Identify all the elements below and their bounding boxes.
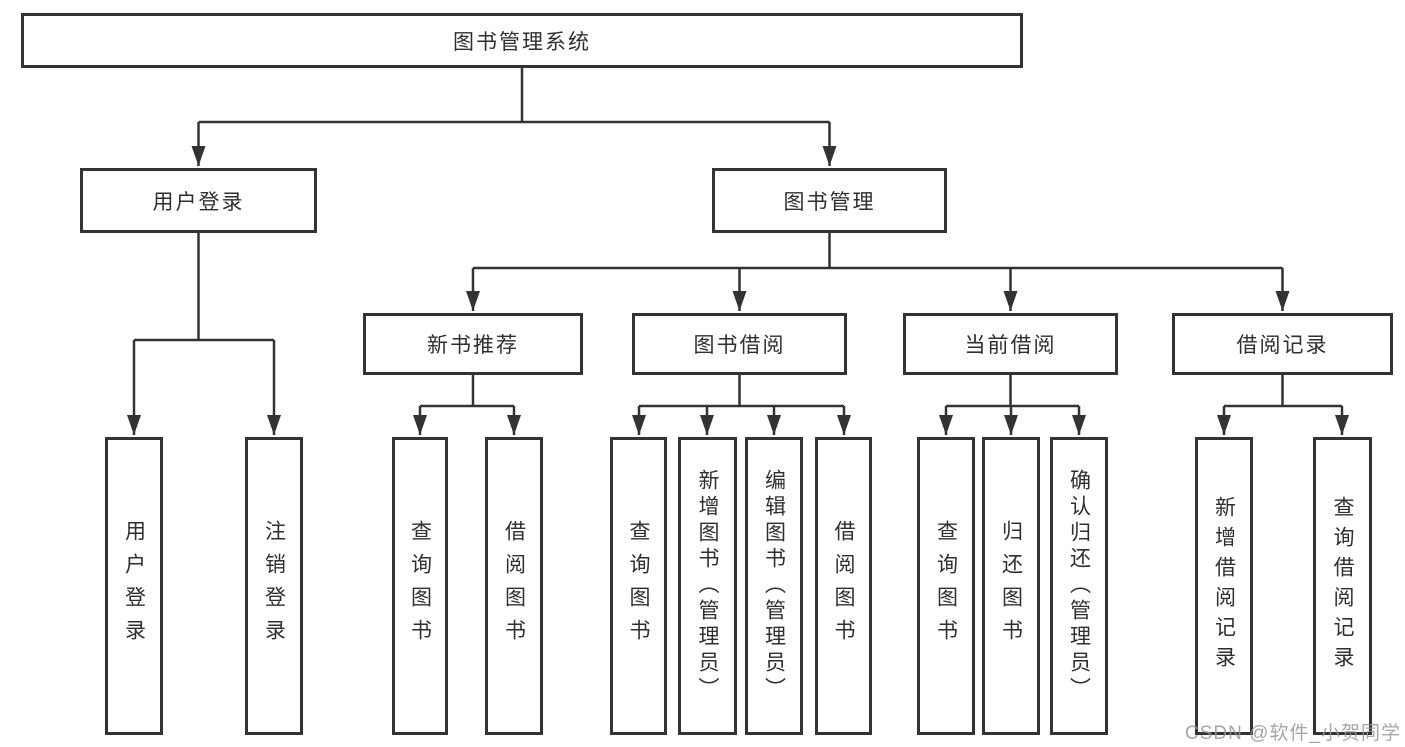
leaf-query-books-current: 查询图书 bbox=[917, 437, 975, 735]
leaf-query-borrow-record: 查询借阅记录 bbox=[1313, 437, 1372, 735]
leaf-return-book-label: 归还图书 bbox=[999, 520, 1023, 652]
node-borrowing-records: 借阅记录 bbox=[1172, 313, 1393, 375]
node-user-login: 用户登录 bbox=[80, 168, 317, 233]
node-book-management-label: 图书管理 bbox=[783, 190, 876, 214]
node-new-book-recommendation-label: 新书推荐 bbox=[427, 334, 519, 357]
edges-new-book-recommendation bbox=[413, 375, 521, 435]
node-root-label: 图书管理系统 bbox=[453, 30, 591, 54]
node-new-book-recommendation: 新书推荐 bbox=[363, 313, 583, 375]
leaf-user-login: 用户登录 bbox=[105, 437, 163, 735]
node-root: 图书管理系统 bbox=[21, 13, 1023, 68]
leaf-borrow-books-recommend-label: 借阅图书 bbox=[502, 520, 526, 652]
leaf-logout-label: 注销登录 bbox=[262, 520, 286, 652]
leaf-query-borrow-record-label: 查询借阅记录 bbox=[1331, 496, 1354, 676]
leaf-query-books-borrow: 查询图书 bbox=[610, 437, 667, 735]
leaf-borrow-books: 借阅图书 bbox=[815, 437, 872, 735]
edges-borrowing-records bbox=[1217, 375, 1349, 435]
leaf-borrow-books-recommend: 借阅图书 bbox=[485, 437, 543, 735]
leaf-query-books-current-label: 查询图书 bbox=[934, 520, 958, 652]
node-borrowing-records-label: 借阅记录 bbox=[1236, 334, 1329, 357]
leaf-query-books-recommend-label: 查询图书 bbox=[408, 520, 432, 652]
leaf-add-borrow-record: 新增借阅记录 bbox=[1195, 437, 1253, 735]
node-book-borrowing: 图书借阅 bbox=[632, 313, 847, 375]
leaf-logout: 注销登录 bbox=[245, 437, 303, 735]
leaf-borrow-books-label: 借阅图书 bbox=[832, 520, 855, 652]
csdn-watermark: CSDN @软件_小贺同学 bbox=[1185, 723, 1401, 744]
edges-book-management bbox=[466, 233, 1290, 311]
leaf-return-book: 归还图书 bbox=[982, 437, 1040, 735]
edges-user-login bbox=[127, 233, 281, 435]
leaf-query-books-borrow-label: 查询图书 bbox=[627, 520, 650, 652]
leaf-confirm-return-admin: 确认归还（管理员） bbox=[1050, 437, 1108, 735]
leaf-edit-book-admin-label: 编辑图书（管理员） bbox=[762, 469, 786, 703]
leaf-confirm-return-admin-label: 确认归还（管理员） bbox=[1067, 469, 1091, 703]
leaf-add-book-admin: 新增图书（管理员） bbox=[678, 437, 737, 735]
node-current-borrowing: 当前借阅 bbox=[903, 313, 1118, 375]
edges-root bbox=[191, 68, 837, 166]
node-book-borrowing-label: 图书借阅 bbox=[693, 334, 786, 357]
edges-book-borrowing bbox=[632, 375, 851, 435]
edges-current-borrowing bbox=[939, 375, 1086, 435]
node-user-login-label: 用户登录 bbox=[152, 190, 245, 214]
leaf-add-book-admin-label: 新增图书（管理员） bbox=[696, 469, 719, 703]
node-current-borrowing-label: 当前借阅 bbox=[964, 334, 1057, 357]
leaf-edit-book-admin: 编辑图书（管理员） bbox=[745, 437, 803, 735]
node-book-management: 图书管理 bbox=[712, 168, 947, 233]
leaf-add-borrow-record-label: 新增借阅记录 bbox=[1212, 496, 1236, 676]
leaf-user-login-label: 用户登录 bbox=[122, 520, 146, 652]
leaf-query-books-recommend: 查询图书 bbox=[392, 437, 448, 735]
